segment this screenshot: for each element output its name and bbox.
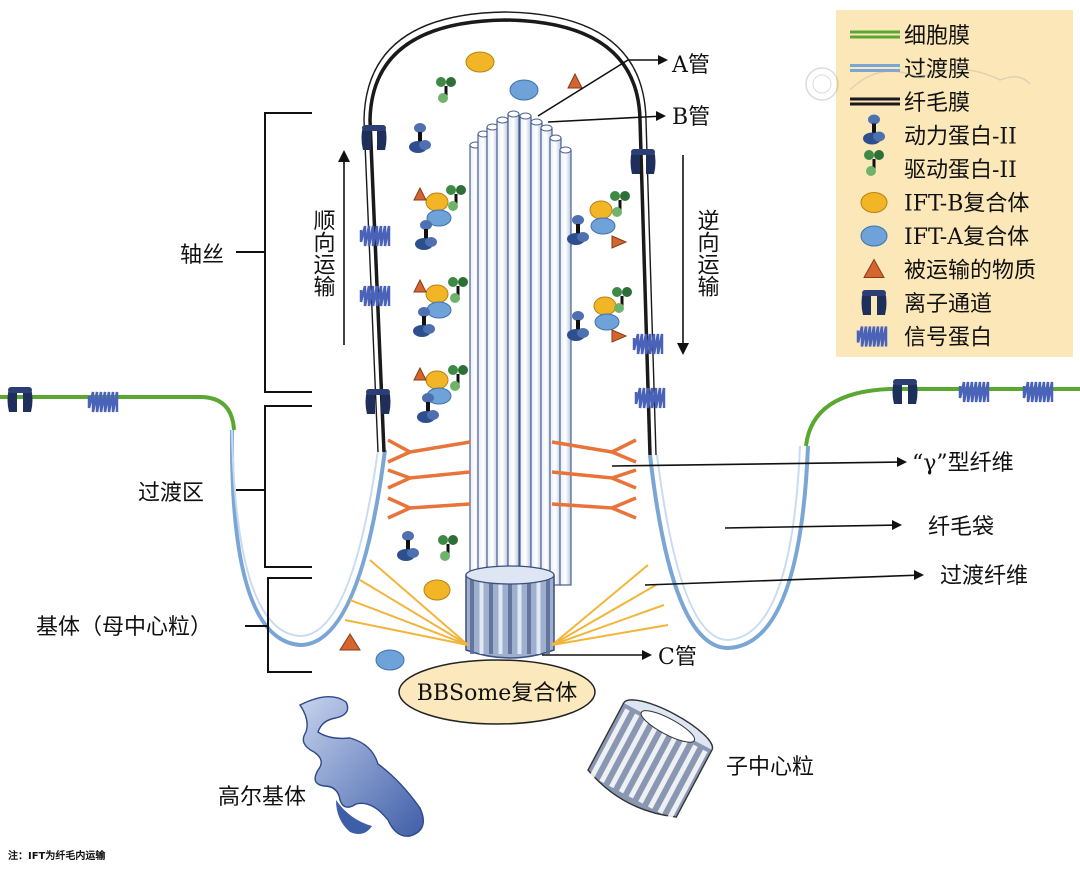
golgi-label: 高尔基体 — [218, 785, 306, 810]
y-fibers-label: “γ”型纤维 — [912, 451, 1014, 476]
microtubule-doublet — [507, 110, 520, 586]
microtubule-doublet — [496, 116, 509, 586]
y-fibers — [387, 438, 637, 520]
cargo-triangles — [339, 72, 628, 651]
c-tubule-label: C管 — [658, 645, 697, 670]
cilia-membrane-line-icon — [850, 97, 900, 106]
basal-body — [465, 565, 555, 659]
legend-item: IFT-B复合体 — [860, 192, 1029, 217]
transition-membrane — [229, 429, 810, 651]
legend-label: 动力蛋白-II — [904, 125, 1017, 150]
legend-item: 信号蛋白 — [856, 325, 992, 351]
legend-label: 信号蛋白 — [904, 326, 992, 351]
legend-item: 驱动蛋白-II — [864, 150, 1017, 183]
legend-item: IFT-A复合体 — [860, 225, 1029, 250]
legend-item: 细胞膜 — [850, 24, 970, 49]
a-tubule-label: A管 — [671, 53, 710, 78]
b-tubule-label: B管 — [672, 105, 710, 130]
basal-body-label: 基体（母中心粒） — [36, 615, 212, 640]
bbsome-label: BBSome复合体 — [417, 681, 578, 706]
ciliary-pocket-label: 纤毛袋 — [928, 515, 994, 540]
cargo-triangle-icon — [863, 258, 885, 278]
transition-membrane-line-icon — [850, 64, 900, 72]
legend-item: 过渡膜 — [850, 58, 970, 83]
retrograde-label: 逆向运输 — [694, 209, 720, 297]
legend-label: 驱动蛋白-II — [904, 158, 1017, 183]
daughter-centriole — [587, 699, 714, 820]
journal-watermark-icon — [805, 67, 1031, 101]
transition-zone-label: 过渡区 — [138, 481, 204, 506]
daughter-centriole-label: 子中心粒 — [726, 755, 814, 780]
transition-fibers-label: 过渡纤维 — [940, 564, 1028, 589]
legend-item: 纤毛膜 — [850, 91, 970, 116]
legend-item: 动力蛋白-II — [863, 114, 1017, 150]
legend-label: 纤毛膜 — [904, 91, 970, 116]
legend-item: 离子通道 — [861, 290, 992, 317]
legend-label: 被运输的物质 — [904, 259, 1036, 284]
legend-label: IFT-A复合体 — [904, 225, 1029, 250]
pointers — [537, 55, 924, 660]
anterograde-label: 顺向运输 — [310, 209, 336, 297]
cilia-membrane — [363, 11, 657, 456]
bbsome-complex: BBSome复合体 — [398, 659, 596, 725]
region-brackets — [236, 112, 312, 673]
axoneme-microtubules — [469, 110, 572, 586]
legend-label: 离子通道 — [904, 292, 992, 317]
free-particles — [375, 51, 539, 671]
microtubule-doublet — [549, 134, 562, 586]
legend-label: IFT-B复合体 — [904, 192, 1029, 217]
legend-label: 过渡膜 — [904, 58, 970, 83]
anterograde-arrow: 顺向运输 — [310, 150, 350, 345]
microtubule-doublet — [519, 112, 532, 586]
legend-item: 被运输的物质 — [863, 258, 1036, 284]
transition-fibers — [344, 559, 669, 646]
axoneme-label: 轴丝 — [180, 243, 224, 268]
microtubule-doublet — [530, 118, 543, 586]
retrograde-arrow: 逆向运输 — [677, 155, 720, 355]
microtubule-doublet — [486, 123, 499, 586]
ift-b-complex-icon — [860, 192, 888, 213]
microtubule-doublet — [559, 146, 572, 586]
golgi-apparatus — [298, 696, 424, 837]
footnote: 注：IFT为纤毛内运输 — [8, 849, 106, 862]
cell-membrane-line-icon — [850, 30, 900, 39]
ift-a-complex-icon — [860, 225, 888, 247]
legend-label: 细胞膜 — [904, 24, 970, 49]
cell-membrane — [0, 387, 1080, 447]
